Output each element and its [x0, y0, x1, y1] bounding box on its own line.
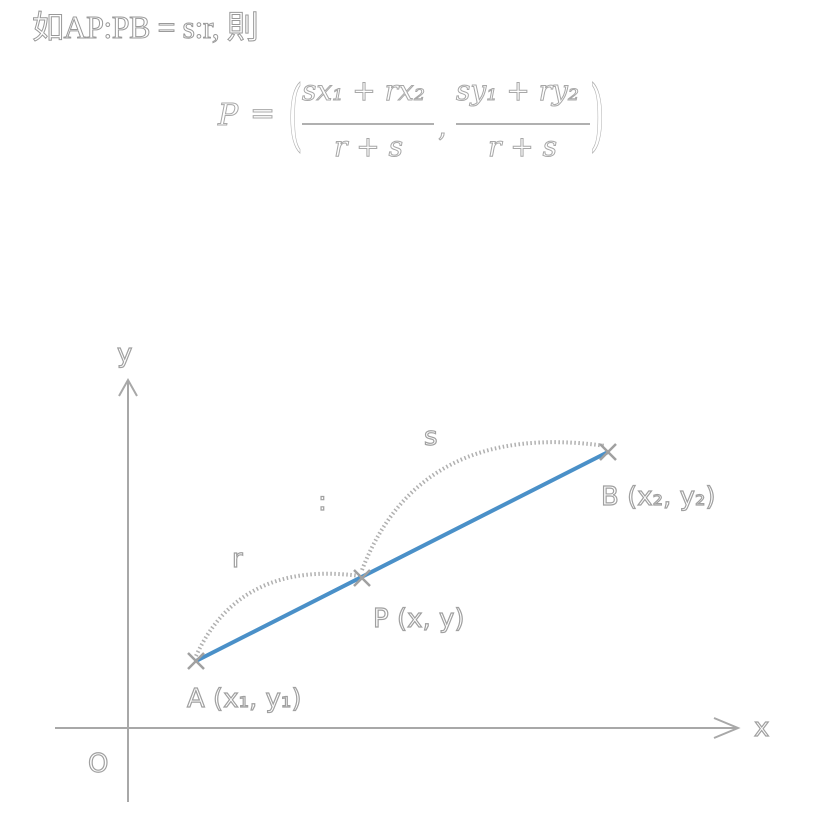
- denominator-x: r + s: [333, 130, 404, 164]
- formula-comma: ,: [438, 110, 448, 144]
- numerator-x: sx₁ + rx₂: [301, 74, 426, 108]
- x-axis-arrow: [713, 717, 741, 739]
- fraction-bar-x: [302, 123, 434, 125]
- denominator-y: r + s: [487, 130, 558, 164]
- numerator-y: sy₁ + ry₂: [455, 74, 580, 108]
- point-B-marker: [599, 443, 617, 461]
- ratio-label-s: s: [424, 422, 438, 452]
- origin-label: O: [88, 749, 108, 779]
- y-axis-arrow: [118, 377, 138, 397]
- arc-r: [194, 571, 361, 657]
- ratio-label-r: r: [232, 544, 243, 574]
- y-axis-label: y: [117, 339, 132, 369]
- formula-lhs: P: [217, 98, 239, 134]
- left-paren: (: [287, 70, 303, 161]
- arc-s: [360, 440, 607, 571]
- ellipsis-mark: :: [318, 487, 327, 517]
- point-A-label: A (x₁, y₁): [187, 684, 302, 714]
- x-axis-label: x: [754, 713, 769, 743]
- right-paren: ): [589, 70, 605, 161]
- point-B-label: B (x₂, y₂): [601, 482, 716, 512]
- section-formula: P = ( sx₁ + rx₂ r + s , sy₁ + ry₂ r + s …: [214, 70, 614, 180]
- ratio-statement: 如AP:PB = s:r, 則: [31, 9, 259, 46]
- segment-AB: [195, 450, 609, 663]
- fraction-bar-y: [456, 123, 590, 125]
- formula-equals: =: [249, 96, 276, 132]
- point-A-marker: [187, 652, 205, 670]
- point-P-marker: [353, 569, 371, 587]
- point-P-label: P (x, y): [373, 604, 465, 634]
